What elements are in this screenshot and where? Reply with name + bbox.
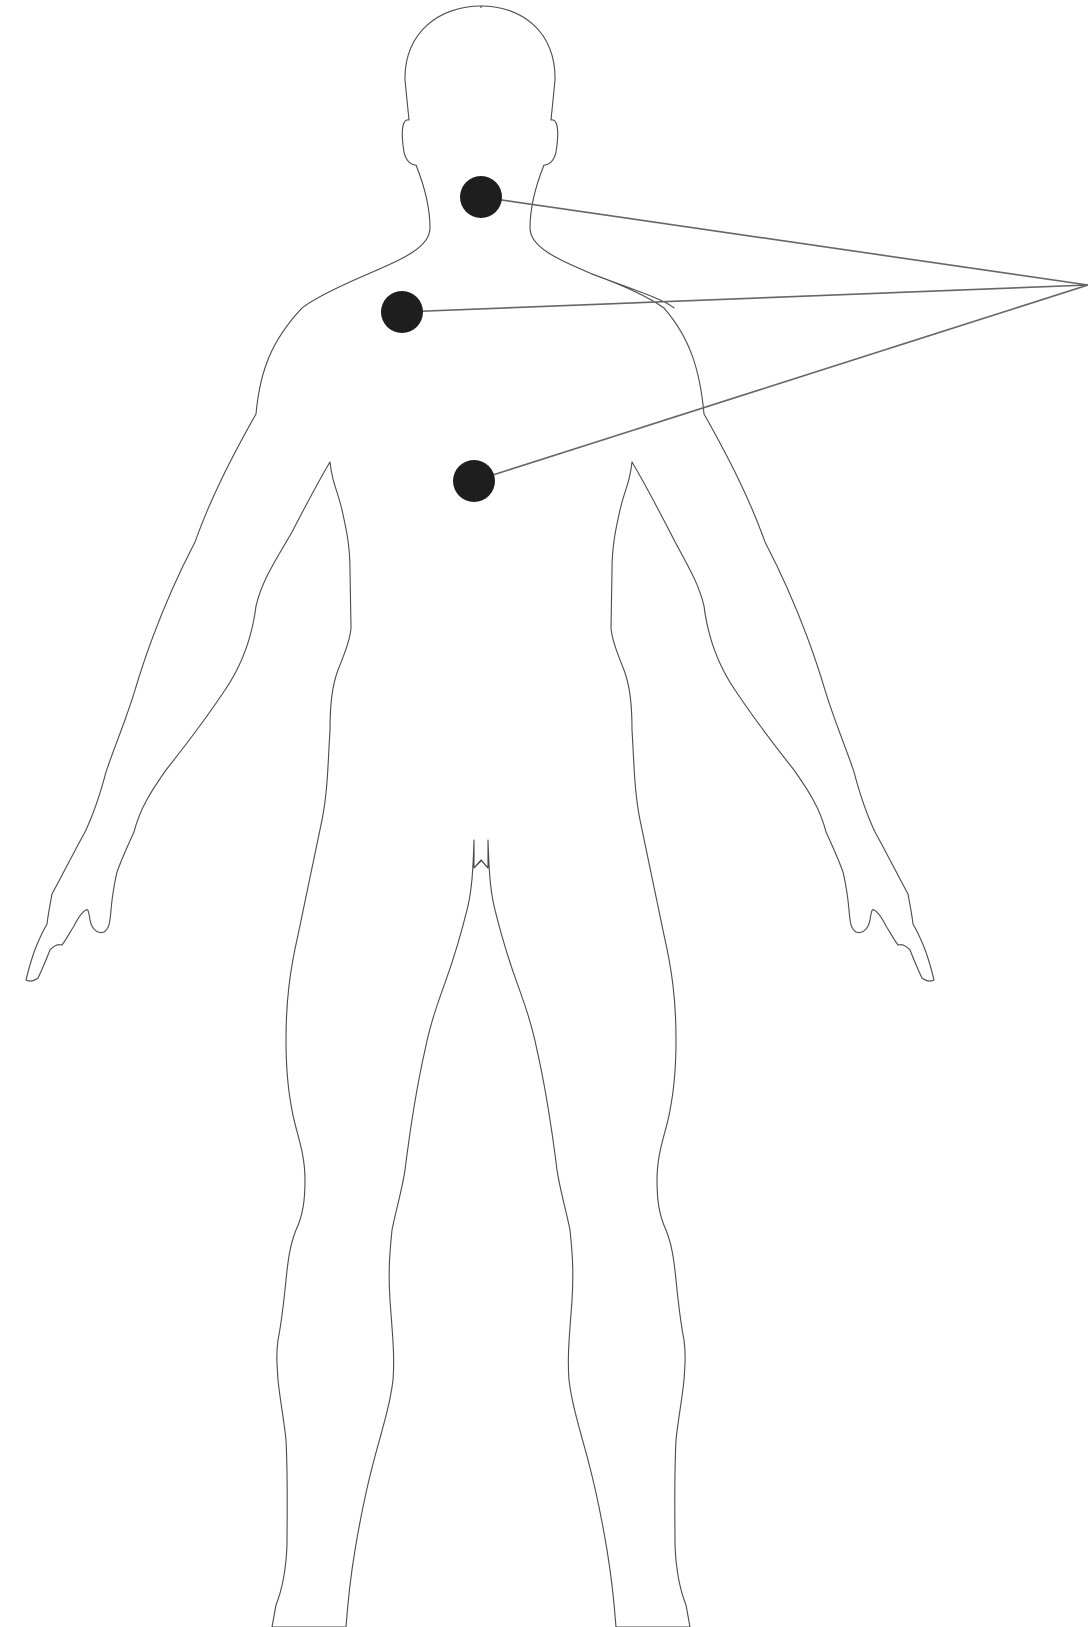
body-outline-left: [26, 6, 482, 1627]
marker-neck[interactable]: [460, 176, 502, 218]
body-outline-right: [481, 6, 934, 1627]
seam-cover: [478, 8, 484, 860]
marker-shoulder[interactable]: [381, 291, 423, 333]
marker-chest[interactable]: [453, 460, 495, 502]
